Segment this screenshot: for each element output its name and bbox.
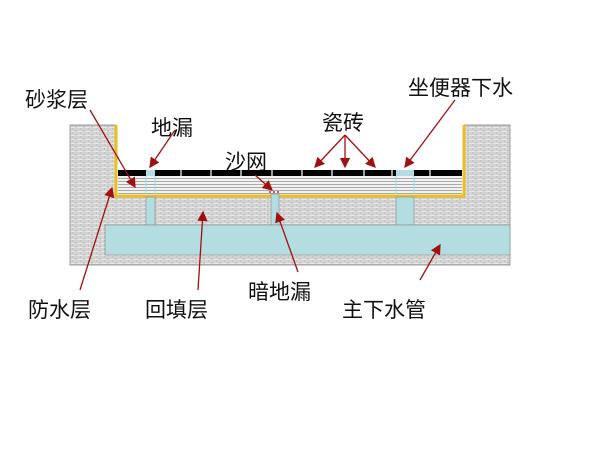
label-floor-drain: 地漏	[151, 116, 193, 140]
label-mortar: 砂浆层	[25, 88, 88, 112]
mortar-layer	[118, 176, 462, 194]
label-backfill: 回填层	[145, 298, 208, 322]
toilet-drain	[395, 170, 415, 226]
label-main-pipe: 主下水管	[342, 298, 426, 322]
waterproof-layer	[114, 125, 466, 198]
label-hidden-drain: 暗地漏	[248, 280, 311, 304]
label-tiles: 瓷砖	[322, 111, 364, 135]
main-pipe	[104, 224, 511, 256]
label-sand-mesh: 沙网	[225, 150, 267, 174]
leader-arrows	[79, 99, 456, 291]
label-waterproof: 防水层	[28, 298, 91, 322]
label-toilet-drain: 坐便器下水	[408, 76, 513, 100]
